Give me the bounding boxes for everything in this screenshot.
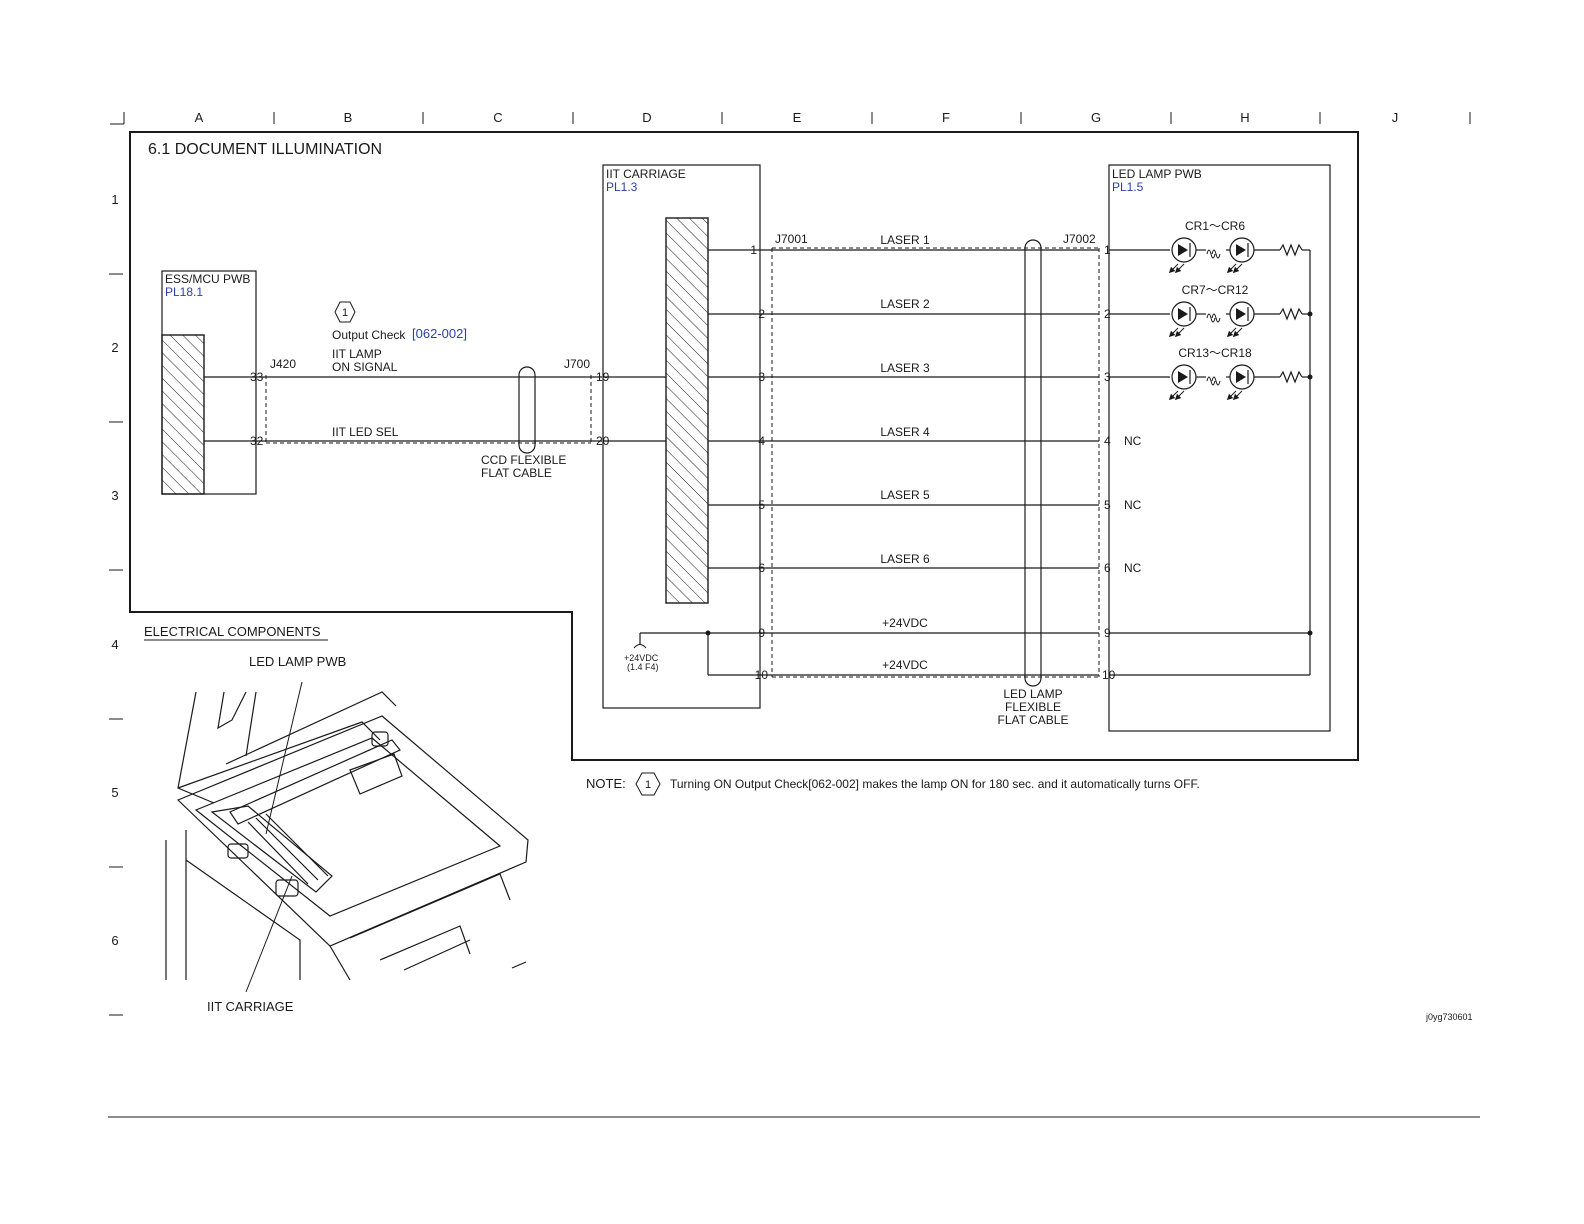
signal-label: LASER 2: [880, 297, 930, 311]
grid-col-label: D: [642, 110, 651, 125]
supply-label: +24VDC: [624, 653, 659, 663]
svg-text:1: 1: [645, 779, 651, 791]
components-led-label: LED LAMP PWB: [249, 654, 346, 669]
iit-carriage-ref: PL1.3: [606, 180, 638, 194]
components-heading: ELECTRICAL COMPONENTS: [144, 624, 321, 639]
pin-number: 4: [1104, 434, 1111, 448]
signal-label: IIT LED SEL: [332, 425, 399, 439]
signal-label: IIT LAMP: [332, 347, 382, 361]
grid-row-label: 3: [111, 488, 118, 503]
ess-mcu-pwb-label: ESS/MCU PWB: [165, 272, 250, 286]
connector-j7002: J7002: [1063, 232, 1096, 246]
led-flat-cable: [1024, 239, 1042, 687]
ccd-cable-label: FLAT CABLE: [481, 466, 552, 480]
note-badge: 1: [635, 772, 661, 796]
figure-id: j0yg730601: [1425, 1012, 1473, 1022]
led-string: [1109, 364, 1310, 401]
led-cable-label: FLAT CABLE: [998, 713, 1069, 727]
grid-col-label: A: [195, 110, 204, 125]
output-check-label: Output Check: [332, 328, 406, 342]
grid-row-label: 1: [111, 192, 118, 207]
signal-label: LASER 4: [880, 425, 930, 439]
led-string: [1109, 237, 1310, 274]
ess-mcu-pwb: ESS/MCU PWB PL18.1 33 32: [161, 270, 264, 495]
led-cable-label: LED LAMP: [1003, 687, 1062, 701]
pin-number: 1: [1104, 243, 1111, 257]
connector-j700: J700: [564, 357, 590, 371]
led-string: [1109, 301, 1310, 338]
pin-number: 9: [1104, 626, 1111, 640]
led-group-label: CR13～CR18: [1178, 346, 1252, 360]
diagram-title: 6.1 DOCUMENT ILLUMINATION: [148, 141, 382, 158]
pin-number: 5: [1104, 498, 1111, 512]
ess-mcu-pwb-ref: PL18.1: [165, 285, 203, 299]
supply-label: (1.4 F4): [627, 662, 659, 672]
grid-col-label: J: [1392, 110, 1399, 125]
grid-col-label: F: [942, 110, 950, 125]
iit-carriage: IIT CARRIAGE PL1.3 +24VDC (1.4 F4): [602, 164, 761, 709]
ess-mcu-hatch-block: [161, 334, 205, 495]
output-check-badge: 1: [334, 301, 356, 323]
connector-j420: J420: [270, 357, 296, 371]
pin-number: 1: [750, 243, 757, 257]
signal-label: LASER 1: [880, 233, 930, 247]
led-lamp-pwb: LED LAMP PWB PL1.5 NC NC NC CR1～CR6 CR7～…: [1108, 164, 1331, 732]
signal-label: LASER 6: [880, 552, 930, 566]
note-text: Turning ON Output Check[062-002] makes t…: [670, 777, 1200, 791]
nc-label: NC: [1124, 561, 1142, 575]
grid-col-label: B: [344, 110, 353, 125]
led-lamp-pwb-ref: PL1.5: [1112, 180, 1144, 194]
signal-label: +24VDC: [882, 658, 928, 672]
led-group-label: CR1～CR6: [1185, 219, 1245, 233]
iit-carriage-hatch-block: [665, 217, 709, 604]
svg-text:1: 1: [342, 307, 348, 319]
nc-label: NC: [1124, 498, 1142, 512]
nc-label: NC: [1124, 434, 1142, 448]
grid-row-label: 2: [111, 340, 118, 355]
pin-number: 6: [1104, 561, 1111, 575]
signal-label: ON SIGNAL: [332, 360, 398, 374]
grid-row-label: 4: [111, 637, 118, 652]
led-cable-label: FLEXIBLE: [1005, 700, 1061, 714]
ccd-cable-label: CCD FLEXIBLE: [481, 453, 566, 467]
iit-carriage-label: IIT CARRIAGE: [606, 167, 686, 181]
grid-row-label: 5: [111, 785, 118, 800]
grid-col-label: E: [793, 110, 802, 125]
grid-row-label: 6: [111, 933, 118, 948]
led-group-label: CR7～CR12: [1182, 283, 1249, 297]
pin-number: 2: [1104, 307, 1111, 321]
pin-number: 3: [1104, 370, 1111, 384]
grid-col-label: H: [1240, 110, 1249, 125]
ccd-flat-cable: [518, 366, 536, 454]
diagram-frame: [129, 131, 1359, 761]
output-check-code: [062-002]: [412, 326, 467, 341]
signal-label: LASER 5: [880, 488, 930, 502]
grid-col-label: C: [493, 110, 502, 125]
led-lamp-pwb-label: LED LAMP PWB: [1112, 167, 1202, 181]
grid-col-label: G: [1091, 110, 1101, 125]
connector-j7001: J7001: [775, 232, 808, 246]
grid-ruler: A B C D E F G H J 1 2 3 4 5 6: [109, 110, 1471, 1016]
signal-label: +24VDC: [882, 616, 928, 630]
signal-label: LASER 3: [880, 361, 930, 375]
note-label: NOTE:: [586, 776, 626, 791]
scanner-illustration: [165, 681, 529, 993]
components-iit-label: IIT CARRIAGE: [207, 999, 294, 1014]
harness-wires: [760, 249, 1099, 676]
